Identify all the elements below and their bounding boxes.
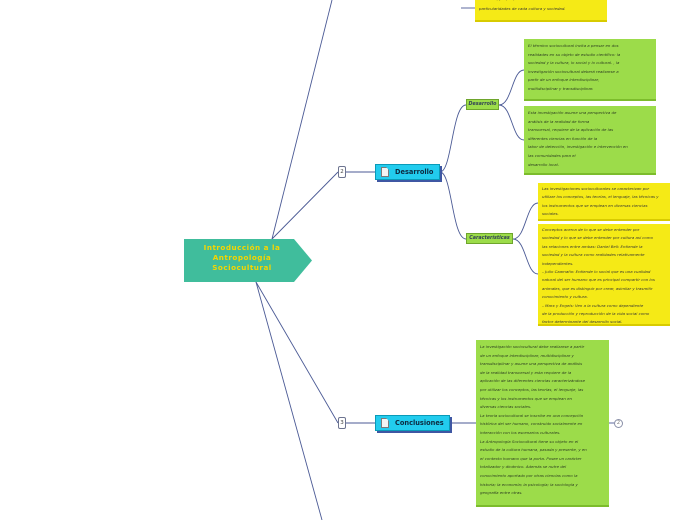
connector-central-conclusiones	[255, 281, 339, 424]
connector-central-bottom	[255, 281, 323, 520]
note-caracteristicas-1: Las investigaciones socioculturales se c…	[538, 183, 670, 221]
note-desarrollo-1: El término sociocultural invita a pensar…	[524, 39, 656, 101]
document-icon	[381, 418, 389, 428]
connector-desarrollo-sub1	[439, 104, 467, 173]
conclusiones-number-badge: 3	[338, 417, 346, 429]
central-topic[interactable]: Introducción a la Antropología Sociocult…	[184, 239, 312, 282]
connector-desarrollo-sub2	[439, 171, 467, 240]
subtopic-desarrollo[interactable]: Desarrollo	[466, 99, 499, 110]
top-note: científica, ya que permite entender las …	[475, 0, 607, 22]
topic-conclusiones[interactable]: Conclusiones	[375, 415, 450, 431]
central-topic-title: Introducción a la Antropología Sociocult…	[203, 243, 281, 272]
collapse-count-badge[interactable]: 2	[614, 419, 623, 428]
topic-desarrollo-label: Desarrollo	[395, 168, 434, 176]
connector-central-top	[271, 0, 333, 240]
note-caracteristicas-2: Conceptos acerca de lo que se debe enten…	[538, 224, 670, 326]
desarrollo-number-badge: 2	[338, 166, 346, 178]
note-conclusiones: La investigación sociocultural debe real…	[476, 340, 609, 507]
note-desarrollo-2: Esta investigación asume una perspectiva…	[524, 106, 656, 175]
subtopic-caracteristicas[interactable]: Características	[466, 233, 513, 244]
topic-desarrollo[interactable]: Desarrollo	[375, 164, 440, 180]
topic-conclusiones-label: Conclusiones	[395, 419, 444, 427]
connector-central-desarrollo	[271, 171, 339, 240]
central-topic-shape	[184, 239, 312, 282]
document-icon	[381, 167, 389, 177]
